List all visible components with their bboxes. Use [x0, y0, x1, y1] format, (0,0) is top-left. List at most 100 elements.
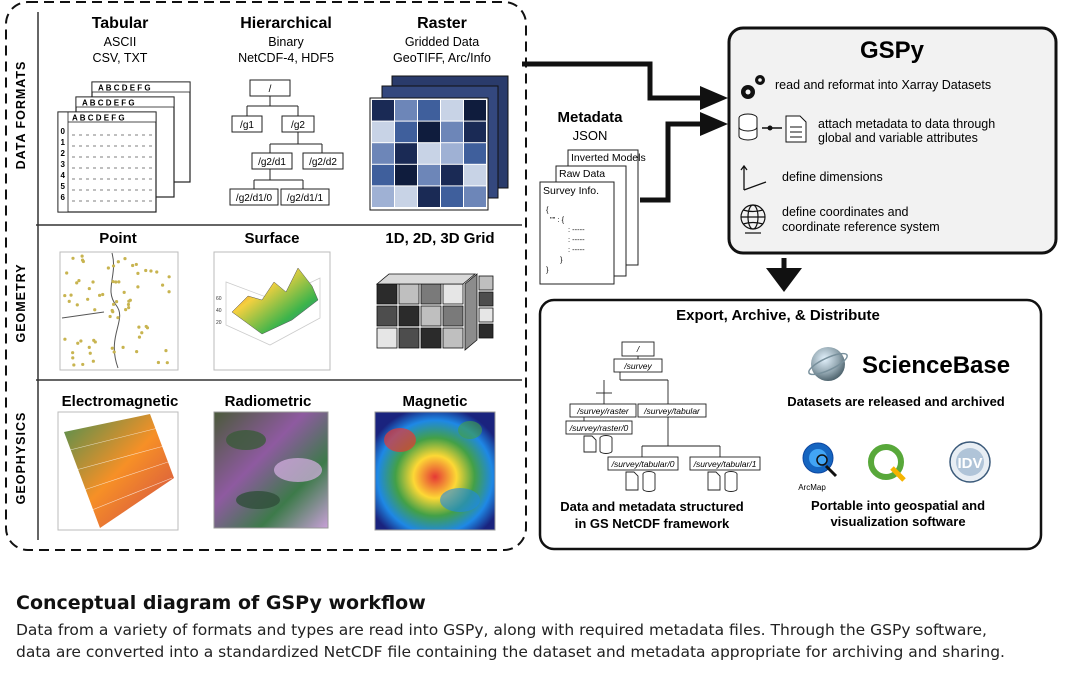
grid-cube: [398, 305, 420, 327]
caption-title: Conceptual diagram of GSPy workflow: [16, 592, 426, 614]
arrowheads: [700, 86, 802, 292]
axes-icon: [740, 164, 767, 191]
map-point: [134, 262, 138, 267]
table-row-number: 2: [61, 149, 66, 158]
electromagnetic-image: [57, 411, 179, 531]
map-point: [71, 351, 75, 355]
svg-text:/: /: [269, 84, 272, 95]
svg-text:/g2/d1: /g2/d1: [258, 157, 286, 168]
map-point: [126, 302, 131, 307]
gspy-step-3: define dimensions: [782, 170, 883, 184]
map-point: [164, 349, 168, 353]
map-point: [65, 271, 69, 275]
software-caption-line1: Portable into geospatial and: [811, 498, 985, 513]
hierarchy-tree: [229, 79, 344, 206]
tree-caption-line2: in GS NetCDF framework: [575, 516, 730, 531]
map-point: [91, 359, 95, 363]
map-point: [167, 290, 171, 294]
svg-text:/g2/d2: /g2/d2: [309, 157, 337, 168]
map-point: [112, 350, 116, 354]
table-row-number: 1: [61, 138, 66, 147]
tabular-line2: CSV, TXT: [93, 51, 148, 65]
raster-cell: [418, 121, 440, 143]
map-point: [110, 346, 114, 350]
grid-cube: [376, 283, 398, 305]
svg-text:/survey/tabular/0: /survey/tabular/0: [611, 459, 675, 469]
map-point: [91, 280, 95, 284]
map-point: [106, 266, 110, 270]
map-point: [79, 339, 83, 343]
hierarchical-line2: NetCDF-4, HDF5: [238, 51, 334, 65]
svg-text:/survey/tabular: /survey/tabular: [643, 406, 701, 416]
map-point: [111, 302, 116, 306]
grid-cube: [376, 327, 398, 349]
map-point: [167, 275, 171, 279]
map-point: [160, 283, 165, 287]
raster-cell: [372, 164, 394, 186]
gspy-step-2-line1: attach metadata to data through: [818, 117, 995, 131]
map-point: [155, 270, 159, 274]
map-point: [123, 257, 127, 261]
qgis-icon: [868, 444, 906, 482]
magnetic-title: Magnetic: [402, 393, 467, 410]
map-point: [156, 360, 161, 365]
svg-text:20: 20: [216, 320, 222, 326]
grid-cube: [442, 327, 464, 349]
export-box: [538, 298, 1043, 551]
grid-cube: [420, 327, 442, 349]
globe-icon: [740, 204, 766, 234]
grid-cube: [398, 283, 420, 305]
tree-caption-line1: Data and metadata structured: [560, 499, 744, 514]
raster-cell: [372, 143, 394, 164]
svg-text:: -----: : -----: [568, 235, 585, 244]
map-point: [75, 303, 79, 307]
raster-cell: [464, 186, 486, 207]
raster-cell: [372, 186, 394, 207]
map-point: [69, 293, 73, 297]
gspy-step-1: read and reformat into Xarray Datasets: [775, 78, 991, 92]
map-point: [63, 337, 67, 341]
data-sources-panel: [5, 1, 527, 551]
raster-cell: [464, 164, 486, 186]
svg-text:/survey/raster/0: /survey/raster/0: [569, 423, 629, 433]
map-point: [122, 290, 126, 294]
map-point: [110, 308, 114, 313]
metadata-file-survey-info: Survey Info.: [543, 185, 599, 197]
grid-cube: [442, 283, 464, 305]
3d-grid-cubes: [375, 273, 494, 351]
raster-cell: [418, 164, 440, 186]
grid-title: 1D, 2D, 3D Grid: [385, 230, 494, 247]
svg-text:/: /: [636, 344, 641, 354]
raster-cell: [441, 100, 463, 121]
raster-cell: [395, 100, 417, 121]
map-point: [80, 254, 84, 258]
table-row-number: 4: [61, 171, 66, 180]
sciencebase-globe-icon: [808, 347, 848, 381]
map-point: [80, 258, 85, 262]
svg-text:"" : {: "" : {: [550, 215, 565, 224]
row-label-geophysics: GEOPHYSICS: [14, 412, 28, 505]
raster-cell: [395, 186, 417, 207]
metadata-subtitle: JSON: [573, 128, 608, 143]
map-point: [116, 316, 120, 320]
software-caption-line2: visualization software: [830, 514, 965, 529]
map-point: [101, 292, 105, 297]
map-point: [117, 280, 121, 284]
map-point: [127, 305, 131, 310]
raster-cell: [441, 186, 463, 207]
map-point: [76, 341, 80, 345]
svg-text:/survey: /survey: [623, 361, 652, 371]
radiometric-image: [213, 411, 329, 529]
netcdf-tree-labels: / /survey /survey/raster /survey/tabular…: [569, 344, 757, 469]
raster-cell: [441, 143, 463, 164]
grid-cube: [398, 327, 420, 349]
tabular-line1: ASCII: [104, 35, 137, 49]
svg-text:}: }: [560, 255, 563, 264]
export-title: Export, Archive, & Distribute: [676, 307, 880, 324]
hierarchical-line1: Binary: [268, 35, 304, 49]
map-point: [86, 297, 90, 301]
svg-text:A B C D E F G: A B C D E F G: [72, 114, 125, 123]
tabular-title: Tabular: [92, 15, 149, 32]
